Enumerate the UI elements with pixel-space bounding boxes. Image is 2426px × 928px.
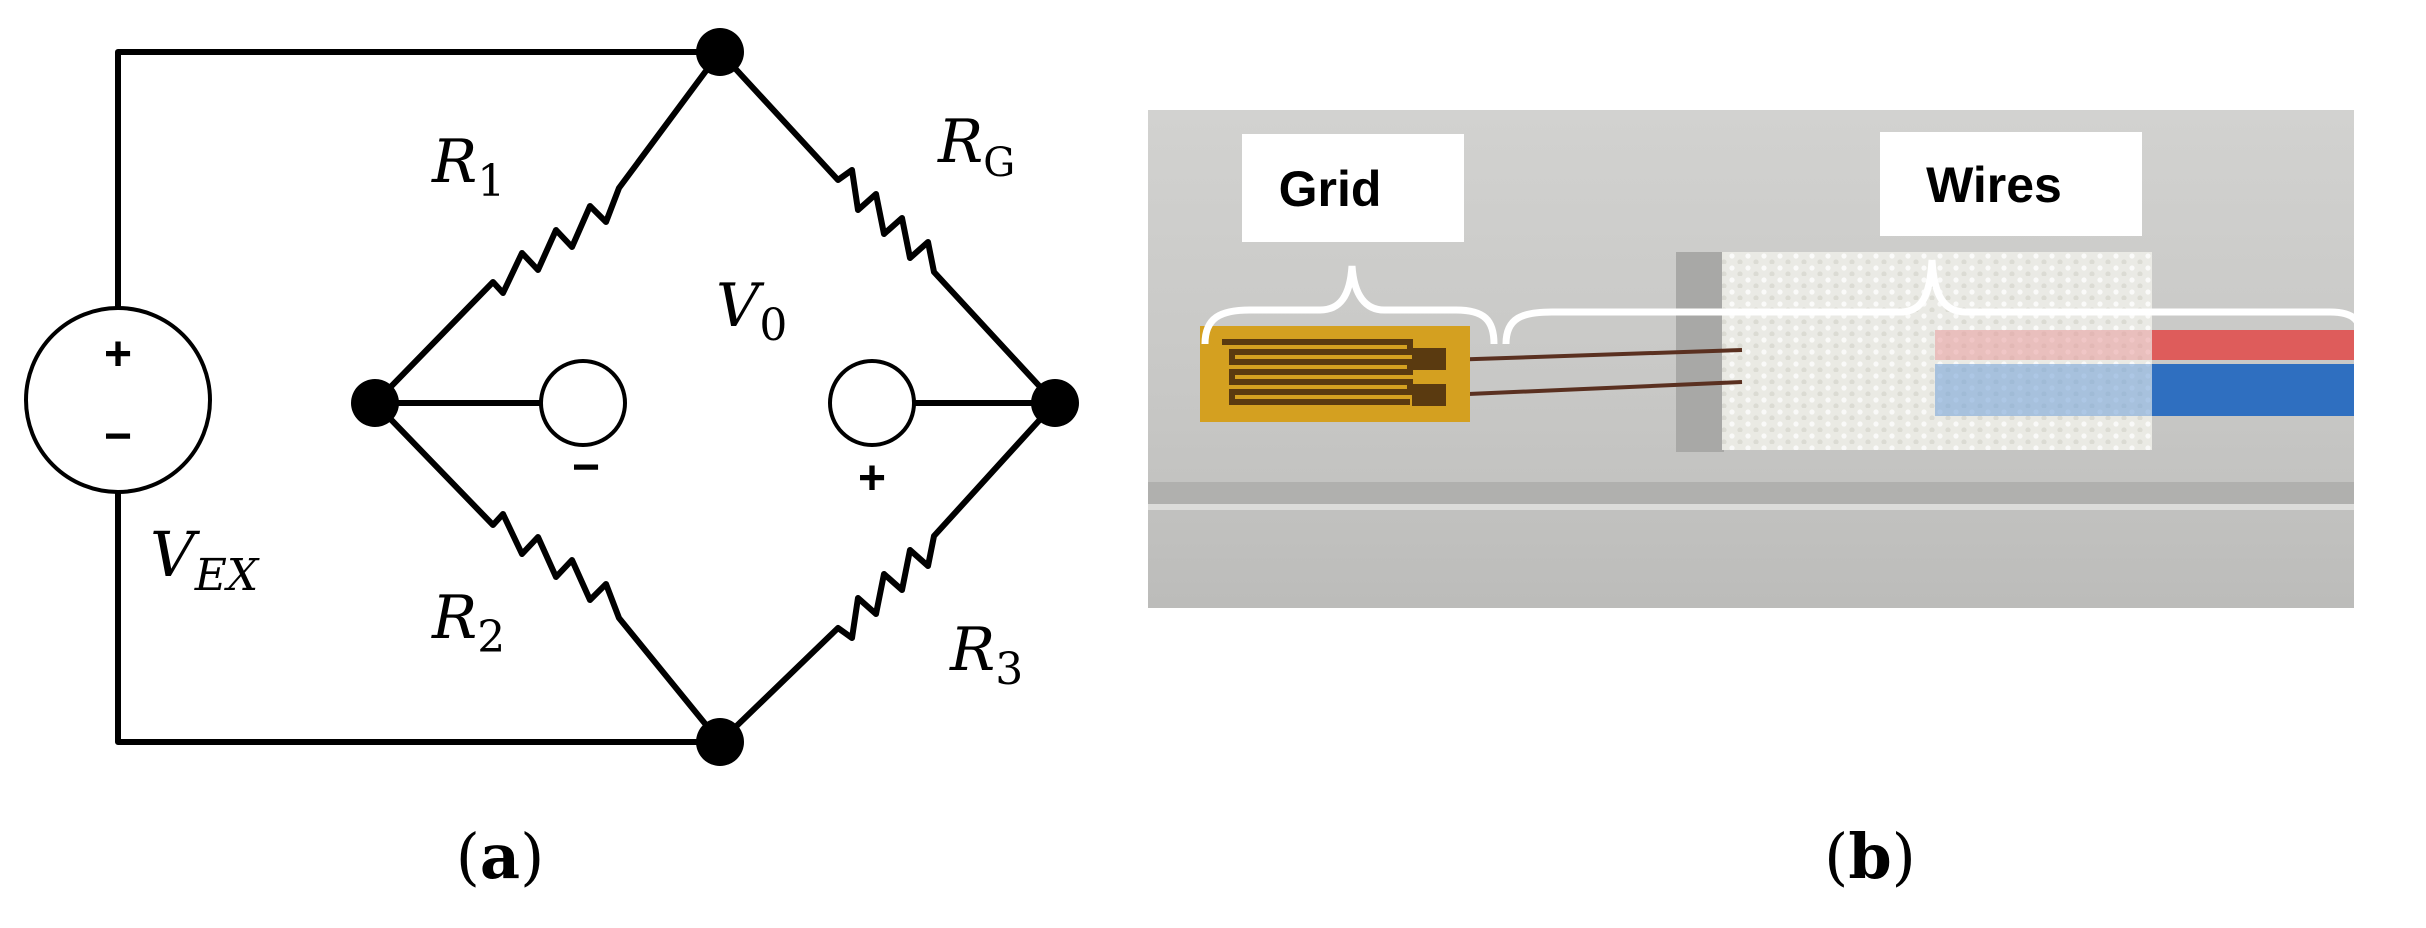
r2-wire	[372, 400, 723, 745]
grid-label-box	[1242, 134, 1464, 242]
wheatstone-bridge-diagram	[115, 49, 1058, 745]
node-right	[1031, 379, 1079, 427]
r3-label: R3	[949, 615, 1023, 695]
caption-b: (b)	[1824, 820, 1916, 893]
node-left	[351, 379, 399, 427]
r1-wire	[372, 49, 723, 406]
r2-label: R2	[431, 583, 505, 663]
acrylic-bar-highlight	[1148, 504, 2354, 510]
rg-wire	[717, 49, 1058, 406]
grid-label: Grid	[1279, 161, 1382, 217]
output-voltage-label: V0	[716, 271, 787, 351]
voltage-source-circle	[24, 306, 212, 494]
node-bottom	[696, 718, 744, 766]
acrylic-bar-edge	[1148, 482, 2354, 504]
node-top	[696, 28, 744, 76]
tape-over-red	[1935, 330, 2152, 360]
wires-brace	[1502, 259, 2366, 345]
lead-wire-top	[1445, 348, 1743, 362]
output-plus-sign: +	[858, 452, 886, 505]
output-terminal-minus	[539, 359, 627, 447]
source-top-wire	[115, 49, 723, 358]
wires-label: Wires	[1926, 157, 2062, 213]
tape-over-blue	[1935, 364, 2152, 416]
output-minus-sign: −	[572, 441, 600, 494]
gauge-solder-tab-top	[1412, 348, 1446, 370]
output-terminal-plus	[828, 359, 916, 447]
wires-label-box	[1880, 132, 2142, 236]
source-bottom-wire	[115, 488, 723, 745]
r3-wire	[717, 400, 1058, 745]
gauge-solder-tab-bottom	[1412, 384, 1446, 406]
excitation-voltage-label: VEX	[150, 518, 260, 601]
rg-label: RG	[937, 107, 1015, 186]
source-minus-sign: −	[104, 410, 132, 463]
gauge-grid-trace	[1222, 339, 1413, 405]
caption-a: (a)	[456, 820, 545, 893]
source-plus-sign: +	[104, 328, 132, 381]
lead-wire-bottom	[1445, 380, 1743, 397]
grid-brace	[1201, 265, 1498, 345]
r1-label: R1	[431, 127, 505, 207]
